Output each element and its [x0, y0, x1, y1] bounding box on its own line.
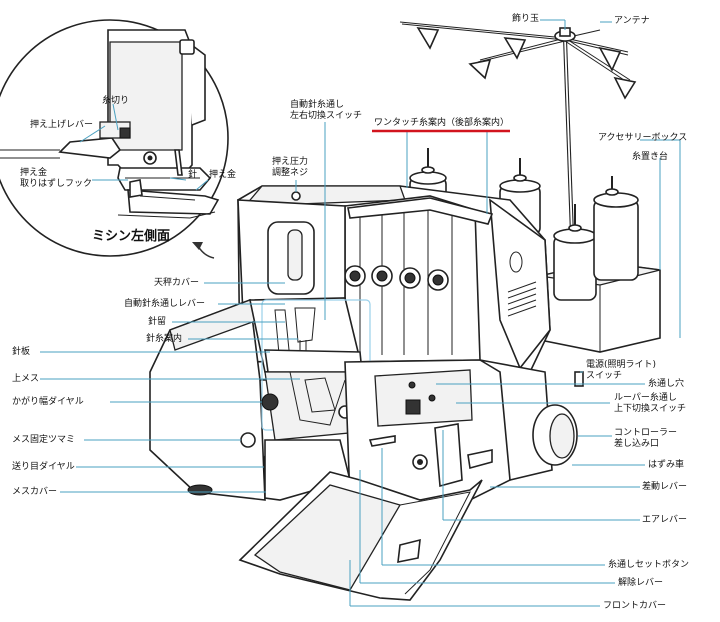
label-take-up-cover: 天秤カバー — [154, 278, 200, 288]
label-decor-ball: 飾り玉 — [512, 14, 540, 24]
label-auto-threader-switch: 自動針糸通し 左右切換スイッチ — [290, 100, 363, 121]
label-release-lever: 解除レバー — [618, 578, 664, 588]
label-air-lever: エアレバー — [642, 515, 688, 525]
thread-antenna — [399, 21, 637, 321]
label-feed-dial: 送り目ダイヤル — [12, 462, 75, 472]
label-needle-clamp: 針留 — [148, 317, 167, 327]
label-onetouch-guide: ワンタッチ糸案内（後部糸案内） — [374, 118, 510, 128]
leader-lines — [40, 19, 681, 607]
label-upper-knife: 上メス — [12, 374, 40, 384]
inset-left-side-view — [0, 19, 229, 259]
label-front-cover: フロントカバー — [603, 601, 667, 611]
spools — [409, 148, 661, 353]
label-threading-set-button: 糸通しセットボタン — [608, 560, 690, 570]
label-presser-lift-lever: 押え上げレバー — [30, 120, 94, 130]
label-knife-lock-knob: メス固定ツマミ — [12, 435, 76, 445]
label-antenna: アンテナ — [614, 16, 650, 26]
label-presser-removal-hook: 押え金 取りはずしフック — [20, 168, 93, 189]
label-diff-lever: 差動レバー — [642, 482, 688, 492]
label-needle: 針 — [188, 170, 198, 180]
label-handwheel: はずみ車 — [648, 460, 685, 470]
label-stitch-width-dial: かがり幅ダイヤル — [12, 397, 84, 407]
label-needle-thread-guide: 針糸案内 — [146, 334, 183, 344]
label-needle-plate: 針板 — [12, 347, 31, 357]
serger-body — [149, 185, 584, 601]
label-pressure-screw: 押え圧力 調整ネジ — [272, 157, 309, 178]
label-threading-hole: 糸通し穴 — [648, 379, 685, 389]
inset-caption: ミシン左側面 — [92, 229, 171, 244]
label-power-switch: 電源(照明ライト) スイッチ — [586, 360, 657, 381]
label-controller-jack: コントローラー 差し込み口 — [614, 428, 678, 449]
label-knife-cover: メスカバー — [12, 487, 58, 497]
label-auto-threader-lever: 自動針糸通しレバー — [124, 299, 206, 309]
label-looper-switch: ルーパー糸通し 上下切換スイッチ — [614, 393, 687, 414]
label-presser-foot: 押え金 — [209, 170, 237, 180]
label-accessory-box: アクセサリーボックス — [598, 133, 688, 143]
label-spool-stand: 糸置き台 — [632, 152, 669, 162]
label-thread-cutter: 糸切り — [102, 96, 130, 106]
